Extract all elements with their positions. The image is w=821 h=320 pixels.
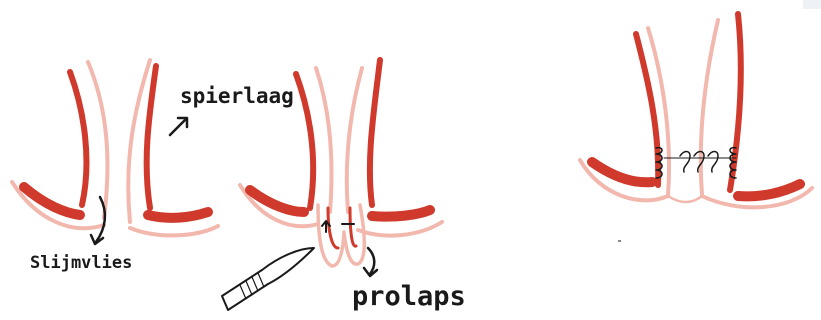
scalpel-grip: [240, 273, 264, 299]
left-wall-mucosa: [88, 62, 107, 218]
arrow-icon: [368, 248, 374, 274]
right-wall-mucosa: [701, 20, 718, 195]
left-wall-muscle: [70, 72, 86, 205]
panel-sutured: [580, 14, 812, 242]
scalpel-blade: [262, 248, 314, 284]
left-wall-muscle: [296, 74, 313, 208]
speck: [618, 240, 621, 242]
corner-artifact: [803, 0, 821, 9]
label-slijmvlies: Slijmvlies: [30, 253, 132, 273]
right-wall-muscle: [147, 66, 156, 208]
prolapse-tissue: [318, 205, 364, 266]
left-fold-red: [24, 187, 80, 215]
right-fold-red: [148, 212, 208, 218]
closed-base: [668, 196, 702, 202]
right-fold-red: [372, 210, 430, 217]
right-fold-red: [738, 184, 800, 196]
scalpel-handle: [222, 270, 268, 310]
panel-normal-anatomy: spierlaag Slijmvlies: [12, 60, 294, 273]
left-fold-red: [592, 162, 652, 182]
arrow-icon: [170, 119, 186, 135]
label-spierlaag: spierlaag: [180, 84, 294, 108]
right-fold-pink: [130, 226, 218, 235]
label-prolaps: prolaps: [352, 281, 466, 312]
right-wall-muscle: [370, 60, 380, 205]
right-fold-pink: [358, 222, 442, 236]
scalpel-icon: [222, 248, 314, 310]
right-wall-mucosa: [347, 68, 362, 212]
left-wall-mucosa: [316, 68, 331, 212]
